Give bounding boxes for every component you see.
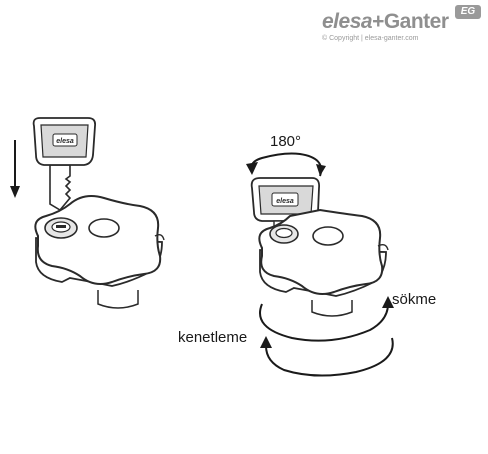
brand-logo: elesa+Ganter [322,10,449,34]
key-logo-left: elesa [56,138,74,145]
key-logo-right: elesa [276,198,294,205]
unlock-rotation-arrow [259,296,394,342]
lock-label: kenetleme [178,329,248,346]
unlock-label: sökme [392,291,437,308]
brand-name-ganter: Ganter [383,10,449,33]
brand-badge: EG [455,5,481,19]
brand-name-elesa: elesa [322,10,373,33]
key-left: elesa [32,117,97,212]
knob-left [34,195,165,309]
copyright-text: © Copyright | elesa-ganter.com [322,35,419,42]
rotate-180-arrow [246,152,326,177]
brand-plus: + [372,10,384,33]
down-arrow [10,140,20,198]
lock-rotation-arrow [260,336,394,377]
knob-right [258,208,389,317]
rotation-angle-label: 180° [270,133,302,150]
